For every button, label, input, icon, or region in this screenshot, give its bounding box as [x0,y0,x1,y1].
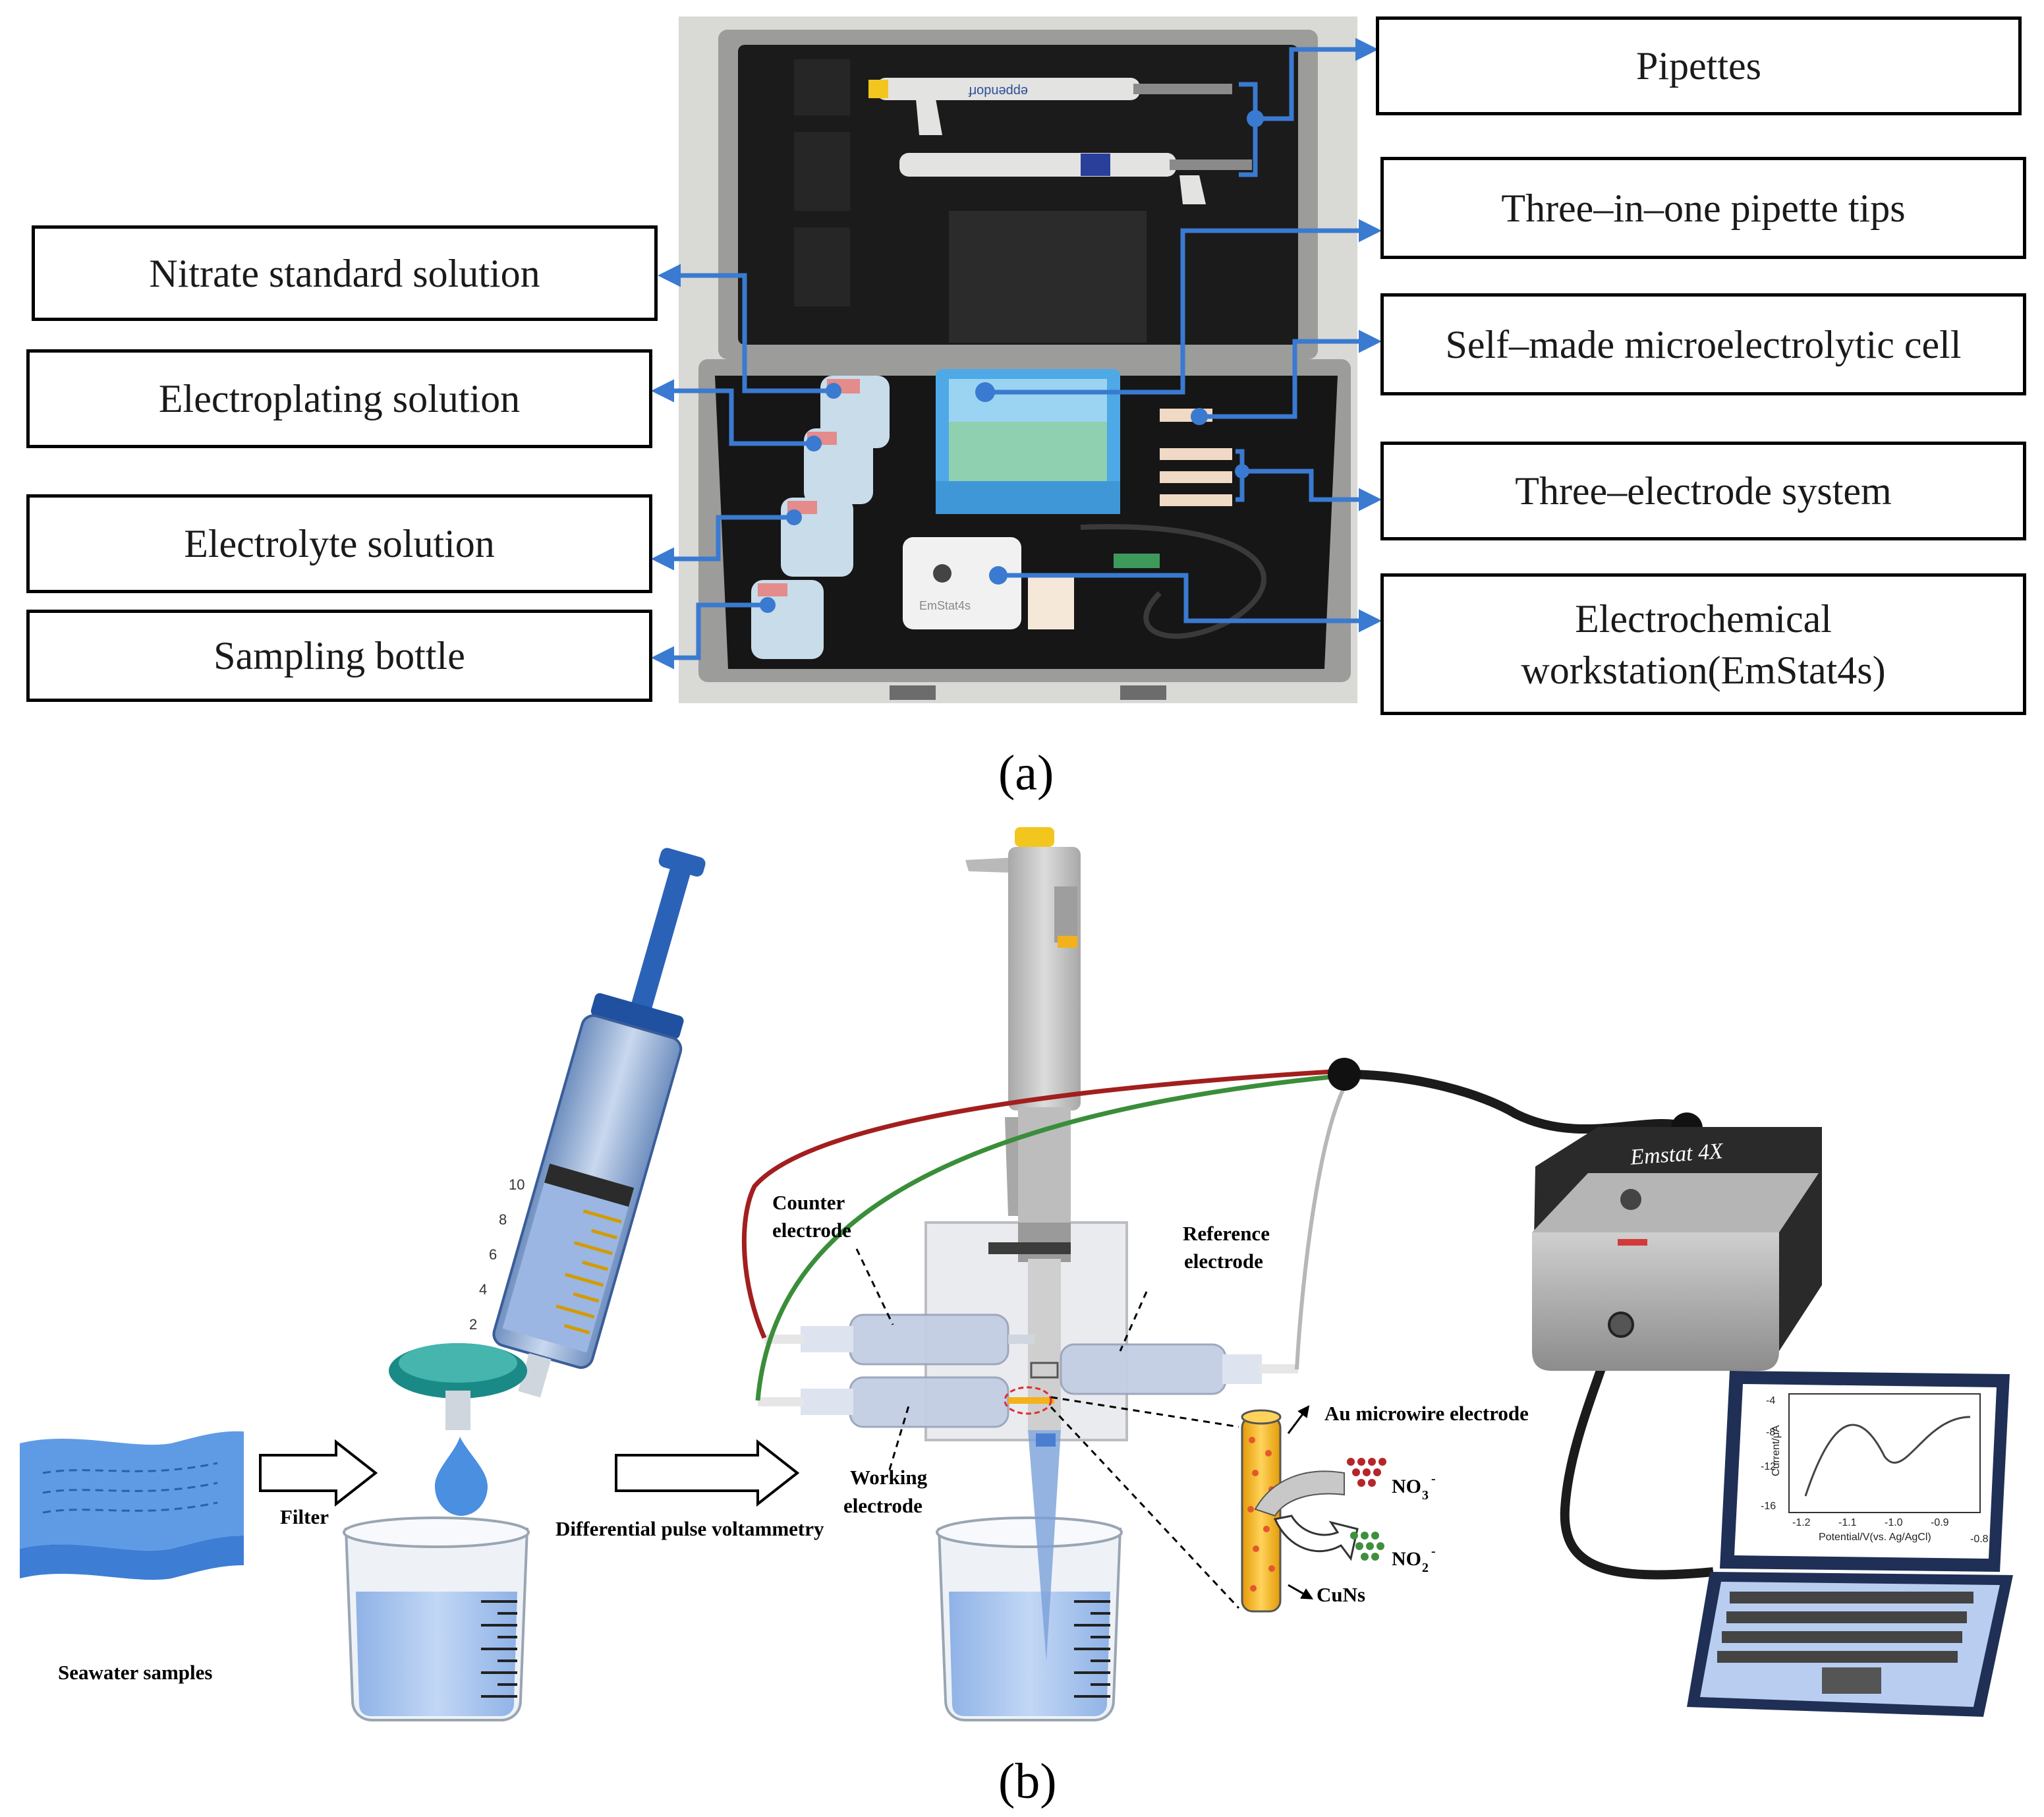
plot-ytick: -4 [1766,1395,1775,1406]
nitrite-ions [1350,1532,1384,1561]
label-nitrate-standard-solution: Nitrate standard solution [32,225,658,321]
label-electrochemical-workstation: Electrochemical workstation(EmStat4s) [1380,573,2026,715]
panel-a-leader-lines [651,38,1382,670]
callout-lines [855,1248,1240,1609]
label-three-electrode-system: Three–electrode system [1380,442,2026,540]
syringe-mark: 4 [479,1281,487,1298]
nitrite-out-arrow [1273,1514,1359,1561]
beaker-measurement [936,1516,1123,1721]
pipette-brand-text: eppendorf [968,84,1028,98]
au-microwire-label: Au microwire electrode [1324,1402,1529,1425]
label-self-made-microelectrolytic-cell: Self–made microelectrolytic cell [1380,293,2026,395]
leader-dots [760,110,1264,613]
syringe-scale-marks: 10 8 6 4 2 [469,1176,525,1333]
syringe-mark: 10 [509,1176,525,1193]
label-pipettes: Pipettes [1376,16,2022,115]
plot-ytick: -12 [1761,1461,1776,1472]
cable-main [1344,1070,1689,1134]
wire-green [755,1073,1345,1401]
nitrate-text: NO [1392,1476,1421,1497]
nitrite-formula: NO 2 - [1392,1544,1436,1575]
label-three-in-one-pipette-tips: Three–in–one pipette tips [1380,157,2026,259]
syringe-mark: 2 [469,1316,477,1333]
cable-photo [1080,524,1266,639]
plot-xtick: -0.8 [1970,1534,1989,1545]
plot-xlabel: Potential/V(vs. Ag/AgCl) [1819,1532,1931,1543]
cable-junction [1328,1058,1361,1091]
kit-case-photo: eppendorf [679,16,1357,703]
wire-grey [1295,1080,1349,1370]
working-electrode [758,1376,1054,1428]
emstat-device-photo: EmStat4s [903,537,1074,629]
syringe-mark: 6 [489,1246,497,1263]
nitrite-superscript: - [1431,1544,1436,1559]
plot-xtick: -1.0 [1885,1517,1903,1528]
seawater-sample-icon [20,1431,244,1580]
reference-electrode [1030,1343,1298,1395]
counter-electrode [764,1313,1035,1366]
syringe-filter [389,1343,527,1430]
plot-ytick: -8 [1766,1427,1775,1438]
panel-b-label: (b) [998,1754,1057,1809]
filter-arrow [259,1439,378,1507]
label-electrolyte-solution: Electrolyte solution [26,494,652,593]
laptop [1687,1371,2013,1717]
label-sampling-bottle: Sampling bottle [26,610,652,702]
device-brand-text: EmStat4s [919,599,971,612]
label-arrows [1287,1405,1314,1600]
wire-red [741,1068,1345,1339]
cuns-label: CuNs [1317,1583,1365,1606]
filter-label: Filter [280,1505,329,1528]
dpv-mini-plot: -4 -8 -12 -16 -1.2 -1.1 -1.0 -0.9 -0.8 P… [1761,1393,1989,1545]
plot-xtick: -1.1 [1838,1517,1857,1528]
plot-ylabel: Current/μA [1771,1425,1782,1476]
pipette-tip-box [936,369,1120,514]
label-electroplating-solution: Electroplating solution [26,349,652,448]
working-electrode-label-2: electrode [843,1494,923,1517]
reference-electrode-label-2: electrode [1184,1250,1263,1273]
pipette-lower [899,153,1252,204]
counter-electrode-label-2: electrode [772,1219,851,1242]
nitrate-ions [1347,1458,1386,1487]
cable-to-laptop [1560,1319,1714,1580]
nitrite-text: NO [1392,1548,1421,1570]
beaker-filter [343,1516,530,1721]
working-electrode-label-1: Working [850,1466,928,1489]
seawater-samples-label: Seawater samples [58,1661,212,1684]
plot-ytick: -16 [1761,1501,1776,1512]
working-tip-highlight [1004,1386,1052,1415]
nitrate-formula: NO 3 - [1392,1472,1436,1503]
emstat-4x-device [1532,1127,1822,1371]
nitrate-in-arrow [1254,1470,1345,1517]
nitrate-superscript: - [1431,1472,1436,1486]
plot-xtick: -0.9 [1931,1517,1949,1528]
dpv-label: Differential pulse voltammetry [555,1517,824,1540]
pipette-upper: eppendorf [868,78,1232,135]
dpv-arrow [615,1439,800,1507]
syringe-mark: 8 [499,1211,507,1228]
nitrite-subscript: 2 [1422,1561,1429,1575]
au-microwire-electrode [1241,1409,1282,1613]
nitrate-subscript: 3 [1422,1488,1429,1503]
reference-electrode-label-1: Reference [1183,1222,1270,1245]
water-drop [435,1437,488,1516]
syringe [492,848,706,1398]
counter-electrode-label-1: Counter [772,1191,845,1214]
panel-a-label: (a) [998,745,1054,801]
plot-xtick: -1.2 [1792,1517,1811,1528]
